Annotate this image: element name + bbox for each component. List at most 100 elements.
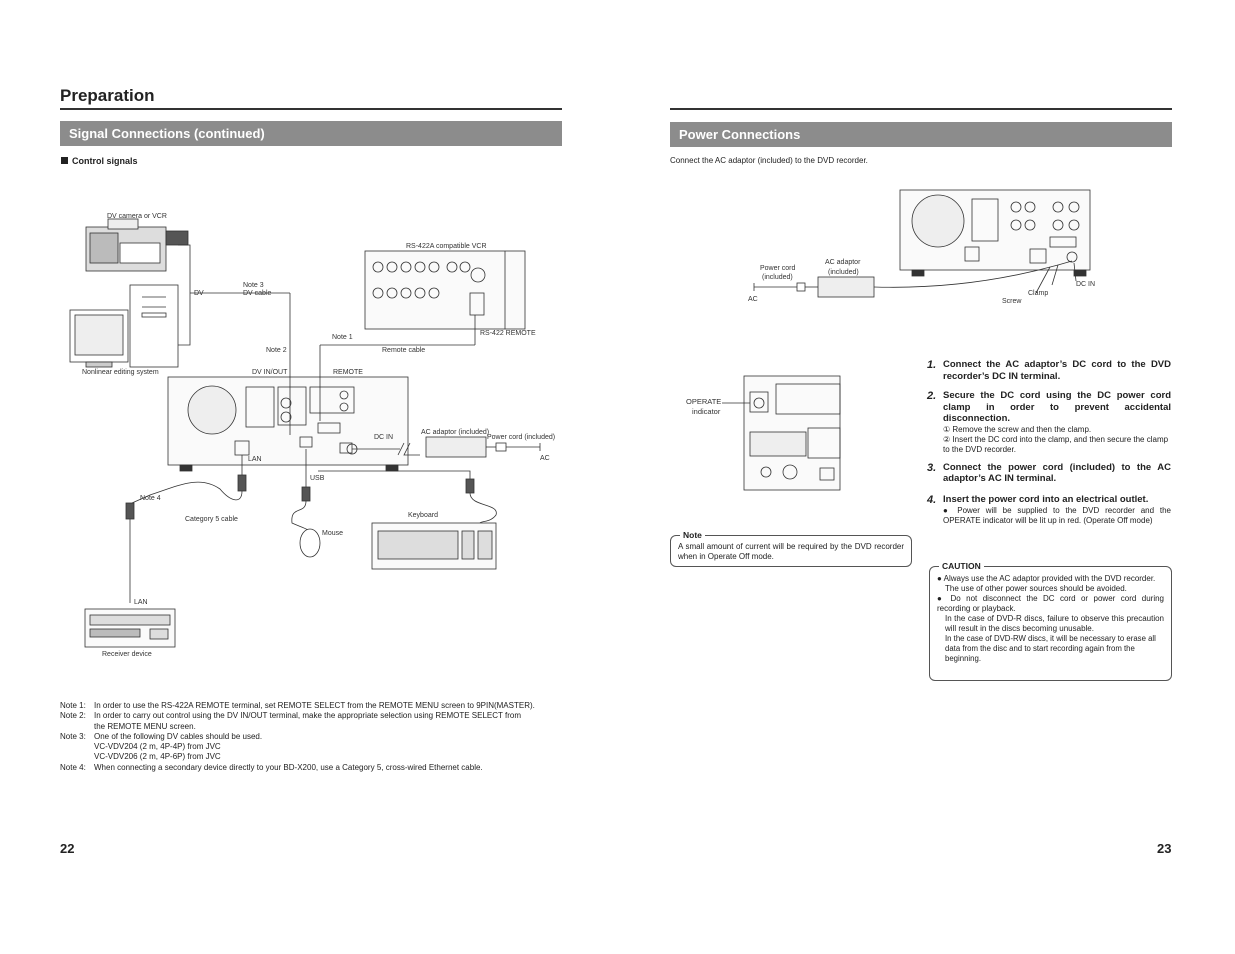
caution-item: In the case of DVD-RW discs, it will be …: [945, 634, 1156, 663]
label-dc-in: DC IN: [1076, 281, 1095, 288]
section-header-power: Power Connections: [670, 122, 1172, 147]
label-keyboard: Keyboard: [408, 512, 438, 519]
subsection-heading: Control signals: [61, 156, 138, 166]
label-receiver: Receiver device: [102, 651, 152, 658]
label-note4: Note 4: [140, 495, 161, 502]
note-text: VC-VDV206 (2 m, 4P-6P) from JVC: [94, 752, 221, 762]
note-label: Note 4:: [60, 762, 86, 772]
label-note1: Note 1: [332, 334, 353, 341]
notes-block: Note 1: In order to use the RS-422A REMOT…: [60, 701, 565, 773]
rs422-vcr-device: [364, 250, 526, 330]
dv-camera-icon: [85, 218, 189, 272]
label-included-1: (included): [762, 274, 793, 281]
right-title-rule: [670, 108, 1172, 110]
label-lan1: LAN: [248, 456, 262, 463]
label-usb: USB: [310, 475, 325, 482]
step-text: Insert the power cord into an electrical…: [943, 493, 1149, 505]
note-label: Note 3:: [60, 731, 86, 741]
label-remote-cable: Remote cable: [382, 347, 425, 354]
step-text: Connect the AC adaptor’s DC cord to the …: [943, 359, 1171, 382]
note-text: A small amount of current will be requir…: [678, 542, 904, 561]
note-text: VC-VDV204 (2 m, 4P-4P) from JVC: [94, 742, 221, 752]
label-rs422-remote: RS-422 REMOTE: [480, 330, 536, 337]
label-dv-inout: DV IN/OUT: [252, 369, 288, 376]
control-signals-diagram: DV camera or VCR RS-422A compatible VCR …: [69, 213, 555, 658]
dvd-recorder-rear-panel: [167, 376, 409, 472]
note-label: Note 1:: [60, 701, 86, 710]
caution-item: The use of other power sources should be…: [945, 584, 1127, 593]
note-text: In order to carry out control using the …: [94, 711, 521, 721]
section-title: Signal Connections (continued): [69, 126, 265, 141]
note-row: Note 1: In order to use the RS-422A REMOT…: [60, 701, 565, 711]
note-box: Note A small amount of current will be r…: [670, 530, 912, 567]
caution-box: CAUTION ● Always use the AC adaptor prov…: [929, 561, 1172, 681]
subsection-label: Control signals: [72, 156, 138, 166]
label-power-cord: Power cord (included): [487, 434, 555, 441]
note-text: the REMOTE MENU screen.: [94, 721, 196, 731]
power-connection-diagram: Power cord (included) AC adaptor (includ…: [748, 189, 1095, 305]
title-rule: [60, 108, 562, 110]
receiver-device-icon: [84, 608, 176, 648]
note-title: Note: [680, 530, 705, 540]
steps-list: 1. Connect the AC adaptor’s DC cord to t…: [927, 359, 1171, 526]
note-row: Note 2: In order to carry out control usi…: [60, 711, 565, 721]
label-dv-camera: DV camera or VCR: [107, 213, 167, 220]
step-number: 2.: [927, 390, 937, 402]
step-text: Connect the power cord (included) to the…: [943, 461, 1171, 485]
page-number-right: 23: [1157, 841, 1172, 856]
step-number: 1.: [927, 359, 937, 371]
step-item: 3. Connect the power cord (included) to …: [927, 462, 1171, 485]
label-ac: AC: [748, 296, 758, 303]
label-power-cord: Power cord: [760, 265, 796, 272]
note-row: VC-VDV206 (2 m, 4P-6P) from JVC: [60, 752, 565, 762]
label-lan2: LAN: [134, 599, 148, 606]
computer-tower-icon: [129, 284, 179, 368]
label-rs422-vcr: RS-422A compatible VCR: [406, 243, 487, 250]
step-substep: ● Power will be supplied to the DVD reco…: [943, 505, 1171, 525]
monitor-icon: [69, 309, 129, 368]
keyboard-icon: [371, 522, 497, 570]
step-text: Secure the DC cord using the DC power co…: [943, 390, 1171, 424]
note-text: In order to use the RS-422A REMOTE termi…: [94, 701, 535, 710]
square-bullet-icon: [61, 157, 68, 164]
label-dv-cable: DV cable: [243, 290, 272, 297]
label-mouse: Mouse: [322, 530, 343, 537]
label-remote: REMOTE: [333, 369, 363, 376]
label-note3: Note 3: [243, 282, 264, 289]
label-nonlinear: Nonlinear editing system: [82, 369, 159, 376]
caution-item: ● Do not disconnect the DC cord or power…: [937, 594, 1164, 613]
page-number-left: 22: [60, 841, 75, 856]
label-ac-adaptor: AC adaptor (included): [421, 429, 489, 436]
caution-title: CAUTION: [939, 561, 984, 571]
label-operate: OPERATE: [686, 397, 721, 406]
note-text: When connecting a secondary device direc…: [94, 762, 483, 772]
step-substep: ① Remove the screw and then the clamp.: [943, 424, 1092, 434]
label-cat5: Category 5 cable: [185, 516, 238, 523]
note-label: Note 2:: [60, 711, 86, 721]
label-note2: Note 2: [266, 347, 287, 354]
section-header-signal: Signal Connections (continued): [60, 121, 562, 146]
label-dc-in: DC IN: [374, 434, 393, 441]
step-item: 4. Insert the power cord into an electri…: [927, 494, 1171, 506]
caution-item: ● Always use the AC adaptor provided wit…: [937, 574, 1156, 583]
page-title: Preparation: [60, 86, 155, 105]
label-included-2: (included): [828, 269, 859, 276]
label-ac: AC: [540, 455, 550, 462]
note-row: Note 3: One of the following DV cables sh…: [60, 732, 565, 742]
label-dv: DV: [194, 290, 204, 297]
step-number: 3.: [927, 461, 937, 474]
caution-item: In the case of DVD-R discs, failure to o…: [945, 614, 1164, 633]
note-row: the REMOTE MENU screen.: [60, 722, 565, 732]
step-substep: ② Insert the DC cord into the clamp, and…: [943, 434, 1169, 454]
note-row: Note 4: When connecting a secondary devic…: [60, 763, 565, 773]
label-screw: Screw: [1002, 298, 1022, 305]
note-text: One of the following DV cables should be…: [94, 731, 263, 741]
step-item: 1. Connect the AC adaptor’s DC cord to t…: [927, 359, 1171, 382]
step-number: 4.: [927, 493, 937, 506]
section-title: Power Connections: [679, 127, 801, 142]
step-item: 2. Secure the DC cord using the DC power…: [927, 390, 1171, 425]
label-indicator: indicator: [692, 407, 721, 416]
power-intro: Connect the AC adaptor (included) to the…: [670, 156, 868, 165]
label-ac-adaptor: AC adaptor: [825, 259, 861, 266]
operate-panel-diagram: OPERATE indicator: [686, 375, 841, 491]
